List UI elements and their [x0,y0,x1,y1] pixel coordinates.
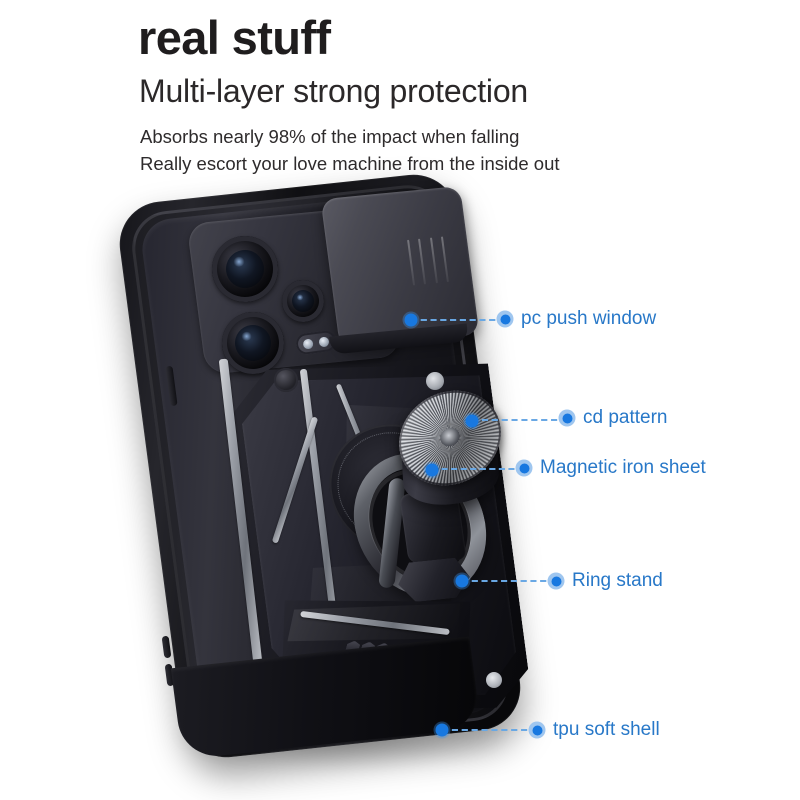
callout-marker-dot[interactable] [547,572,565,590]
callout-marker-dot[interactable] [515,459,533,477]
callout-marker-dot[interactable] [496,310,514,328]
callout-leader-line [411,318,505,321]
flash-led [302,337,314,350]
description-line-1: Absorbs nearly 98% of the impact when fa… [140,126,520,147]
callout-label: tpu soft shell [553,719,660,740]
callout-anchor-dot[interactable] [425,463,439,477]
callout-marker-dot[interactable] [528,721,546,739]
callout-label: Ring stand [572,570,663,591]
flash-led [318,335,330,348]
callout-leader-line [432,468,524,470]
callout-leader-line [462,580,556,582]
callout-marker-dot[interactable] [558,409,576,427]
callout-anchor-dot[interactable] [404,313,418,327]
callout-label: cd pattern [583,407,668,428]
armor-port-hole [274,368,298,392]
grip-ridge [429,237,438,284]
callout-label: Magnetic iron sheet [540,457,706,478]
callout-leader-line [472,418,567,421]
slider-grip-ridges [407,236,449,286]
grip-ridge [418,238,427,285]
description-block: Absorbs nearly 98% of the impact when fa… [140,123,560,177]
lens-core [223,247,267,291]
callout-anchor-dot[interactable] [465,414,479,428]
callout-label: pc push window [521,308,657,329]
lens-core [290,288,316,314]
armor-rivet [426,372,444,390]
power-button-cutout [161,635,172,659]
callout-anchor-dot[interactable] [435,723,449,737]
callout-leader-line [442,729,537,731]
lens-core [232,322,274,364]
page-subtitle: Multi-layer strong protection [139,73,529,109]
kickstand-rivet [486,672,502,688]
description-line-2: Really escort your love machine from the… [140,153,560,175]
page-title: real stuff [138,11,331,64]
callout-anchor-dot[interactable] [455,574,469,588]
